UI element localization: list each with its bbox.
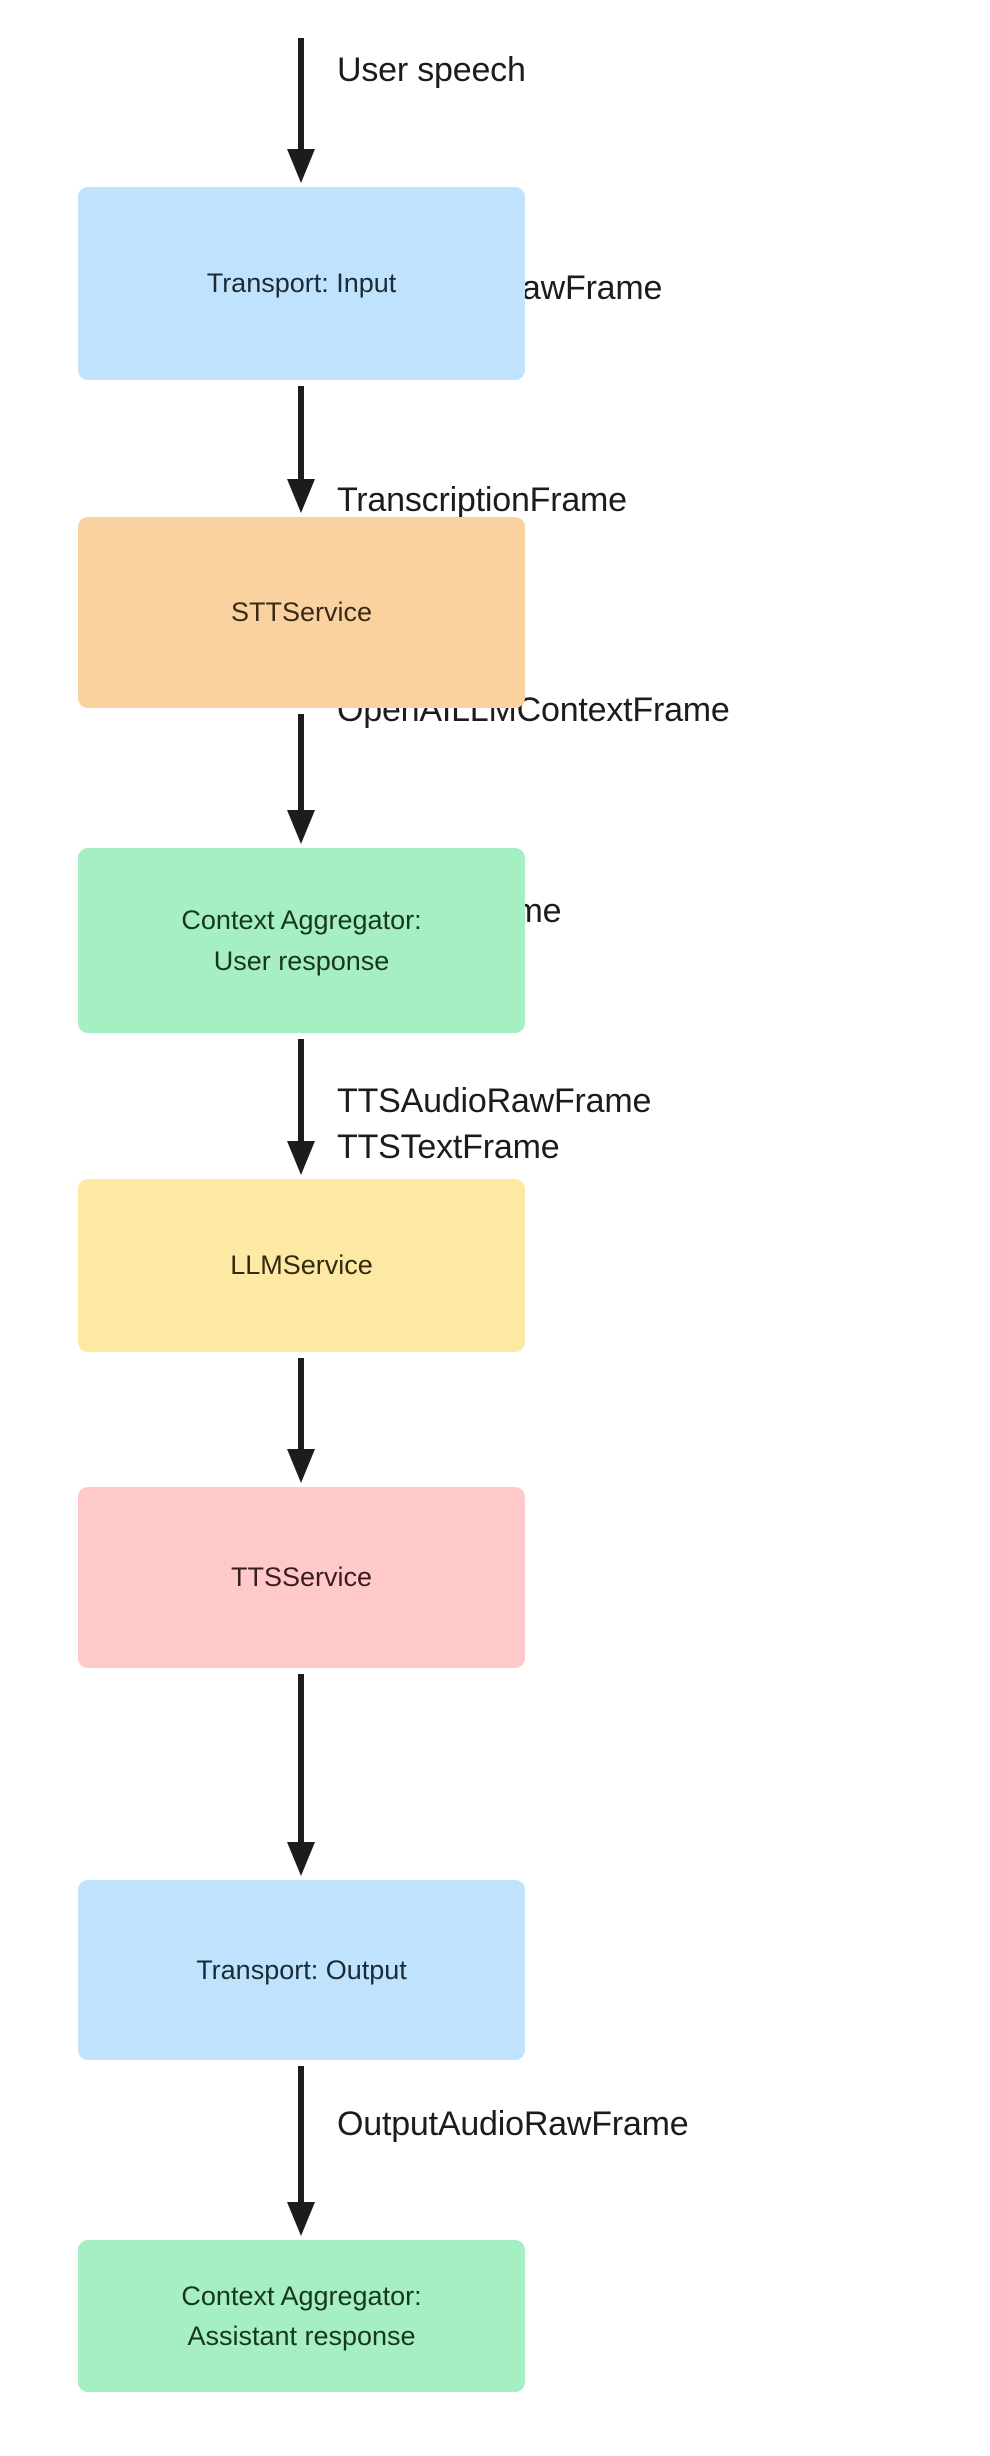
edge-label: User speech	[337, 48, 526, 94]
node-label: STTService	[230, 597, 373, 628]
node-label: Transport: Output	[196, 1954, 407, 1985]
edge-label-line: TTSAudioRawFrame	[337, 1082, 652, 1120]
edge-label: OutputAudioRawFrame	[337, 2102, 689, 2148]
node-label: Assistant response	[187, 2321, 416, 2351]
node-tts-service[interactable]: TTSService	[78, 1487, 525, 1668]
arrow-down-icon	[287, 714, 315, 844]
node-stt-service[interactable]: STTService	[78, 517, 525, 708]
arrow-down-icon	[287, 1039, 315, 1175]
node-transport-input[interactable]: Transport: Input	[78, 187, 525, 380]
node-label: Context Aggregator:	[181, 905, 422, 935]
arrow-down-icon	[287, 1358, 315, 1483]
arrow-down-icon	[287, 1674, 315, 1876]
edge-label: TranscriptionFrame	[337, 478, 627, 524]
node-context-aggregator-assistant[interactable]: Context Aggregator: Assistant response	[78, 2240, 525, 2392]
edge-label-line: TTSTextFrame	[337, 1127, 560, 1166]
arrow-down-icon	[287, 38, 315, 183]
node-label: LLMService	[230, 1250, 373, 1281]
edge-label-line: User speech	[337, 51, 526, 89]
node-context-aggregator-user[interactable]: Context Aggregator: User response	[78, 848, 525, 1033]
node-label: TTSService	[230, 1562, 373, 1593]
node-label: Context Aggregator:	[181, 2280, 422, 2311]
edge-label-line: OutputAudioRawFrame	[337, 2105, 689, 2143]
arrow-down-icon	[287, 386, 315, 513]
node-label: Transport: Input	[206, 268, 397, 299]
edge-label-line: TranscriptionFrame	[337, 481, 627, 519]
node-llm-service[interactable]: LLMService	[78, 1179, 525, 1352]
node-transport-output[interactable]: Transport: Output	[78, 1880, 525, 2060]
arrow-down-icon	[287, 2066, 315, 2236]
node-label: User response	[213, 945, 390, 976]
